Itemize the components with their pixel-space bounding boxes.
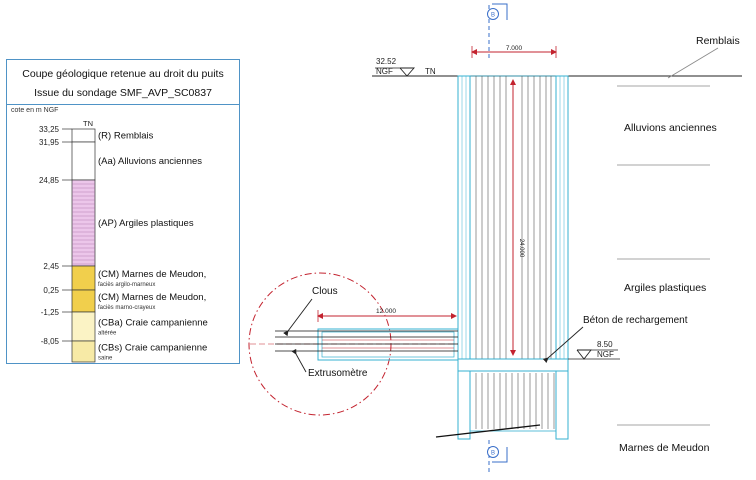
width-dimension-value: 7.000 [506, 45, 523, 52]
excavation-base-line [435, 424, 541, 438]
label-clous: Clous [312, 286, 338, 297]
level-label: 33,25 [39, 125, 60, 134]
layer-label: (CM) Marnes de Meudon, [98, 269, 206, 280]
level-label: -8,05 [41, 337, 60, 346]
layer-sublabel: faciès argilo-marneux [98, 282, 155, 288]
layer-label: (AP) Argiles plastiques [98, 218, 194, 229]
shaft-height-dimension: 24.000 [510, 79, 524, 356]
label-argiles: Argiles plastiques [624, 282, 706, 294]
plug-hatch [475, 373, 555, 429]
section-marker-bottom: B [487, 440, 508, 472]
nail-length-value: 12.000 [376, 308, 396, 315]
layer-label: (CBs) Craie campanienne [98, 343, 207, 354]
shaft-hatch [461, 76, 565, 359]
layer-label: (CM) Marnes de Meudon, [98, 292, 206, 303]
beton-leader [542, 326, 584, 364]
section-b-top-icon [487, 8, 499, 20]
level-label: 24,85 [39, 176, 60, 185]
layer-sublabel: saine [98, 356, 113, 362]
level-label: 31,95 [39, 138, 60, 147]
level-label: -1,25 [41, 308, 60, 317]
level-triangle-top-icon [399, 67, 415, 77]
panel-title: Coupe géologique retenue au droit du pui… [22, 68, 224, 80]
layer-label: (Aa) Alluvions anciennes [98, 156, 202, 167]
nails [275, 328, 459, 361]
layer-label: (CBa) Craie campanienne [98, 318, 208, 329]
bottom-level: 8.50 NGF [568, 340, 620, 360]
extrusometre-leader [291, 348, 307, 373]
section-b-bottom-label: B [491, 451, 495, 457]
panel-title-separator [7, 104, 239, 105]
section-b-bottom-icon [487, 446, 499, 458]
level-triangle-bottom-icon [576, 349, 592, 360]
label-extrusometre: Extrusomètre [308, 368, 368, 379]
layer-sublabel: altérée [98, 331, 117, 337]
layer-blocks [71, 128, 96, 363]
bottom-plug [457, 358, 569, 440]
bottom-level-ngf: NGF [597, 350, 614, 359]
stratigraphic-column: TN 33,25 31,95 24,85 2,45 0,25 -1,25 -8,05 (R)… [39, 119, 208, 363]
panel-subtitle: Issue du sondage SMF_AVP_SC0837 [34, 87, 212, 99]
label-beton: Béton de rechargement [583, 315, 688, 326]
label-remblais: Remblais [696, 35, 740, 47]
top-level-value: 32.52 [376, 57, 397, 66]
layer-boundaries [617, 47, 719, 426]
level-label: 2,45 [43, 262, 59, 271]
layer-labels: (R) Remblais (Aa) Alluvions anciennes (AP)… [98, 131, 208, 362]
top-level-ngf: NGF [376, 67, 393, 76]
nail-length-dimension: 12.000 [317, 308, 457, 322]
section-b-top-label: B [491, 13, 495, 19]
geological-column-panel: Coupe géologique retenue au droit du pui… [6, 59, 240, 364]
label-alluvions: Alluvions anciennes [624, 122, 717, 134]
layer-sublabel: faciès marno-crayeux [98, 305, 155, 311]
elevation-unit-label: cote en m NGF [11, 107, 59, 114]
layer-block [71, 340, 96, 363]
shaft-width-dimension: 7.000 [471, 45, 557, 58]
level-labels: 33,25 31,95 24,85 2,45 0,25 -1,25 -8,05 [39, 125, 72, 346]
label-marnes: Marnes de Meudon [619, 442, 710, 454]
layer-label: (R) Remblais [98, 131, 154, 142]
bottom-level-value: 8.50 [597, 340, 613, 349]
level-label: 0,25 [43, 286, 59, 295]
clous-leader [283, 298, 313, 337]
column-top-label: TN [83, 119, 93, 128]
height-dimension-value: 24.000 [518, 239, 524, 258]
top-level-tn: TN [425, 67, 436, 76]
